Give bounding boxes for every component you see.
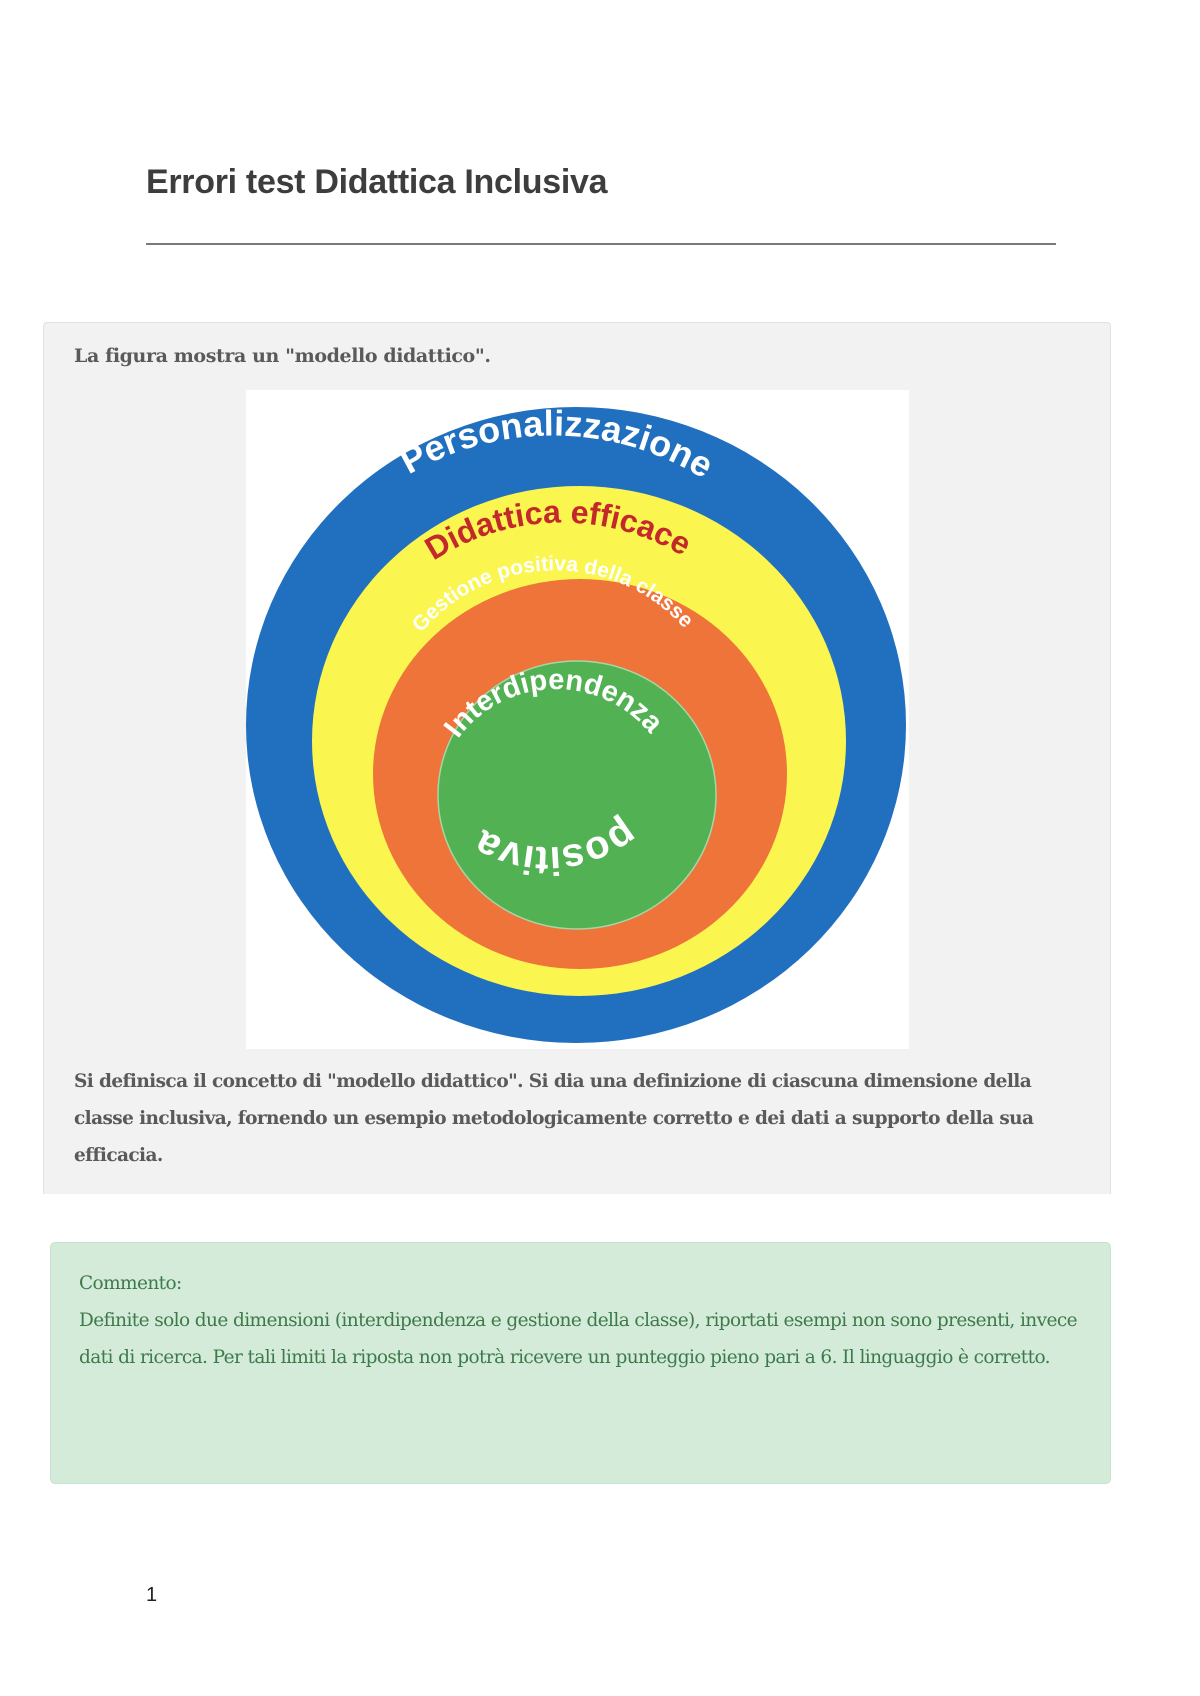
page-number: 1 [146, 1584, 158, 1606]
question-prompt: Si definisca il concetto di "modello did… [74, 1071, 1034, 1166]
question-card: La figura mostra un "modello didattico".… [43, 322, 1111, 1194]
comment-box: Commento: Definite solo due dimensioni (… [50, 1242, 1111, 1484]
didactic-model-figure: Personalizzazione Didattica efficace Ges… [246, 390, 909, 1049]
comment-label: Commento: [79, 1273, 182, 1294]
ring-interdipendenza-positiva [437, 660, 717, 930]
title-divider [146, 243, 1056, 245]
document-title: Errori test Didattica Inclusiva [146, 163, 608, 201]
question-intro: La figura mostra un "modello didattico". [74, 345, 491, 367]
comment-body: Definite solo due dimensioni (interdipen… [79, 1310, 1078, 1368]
